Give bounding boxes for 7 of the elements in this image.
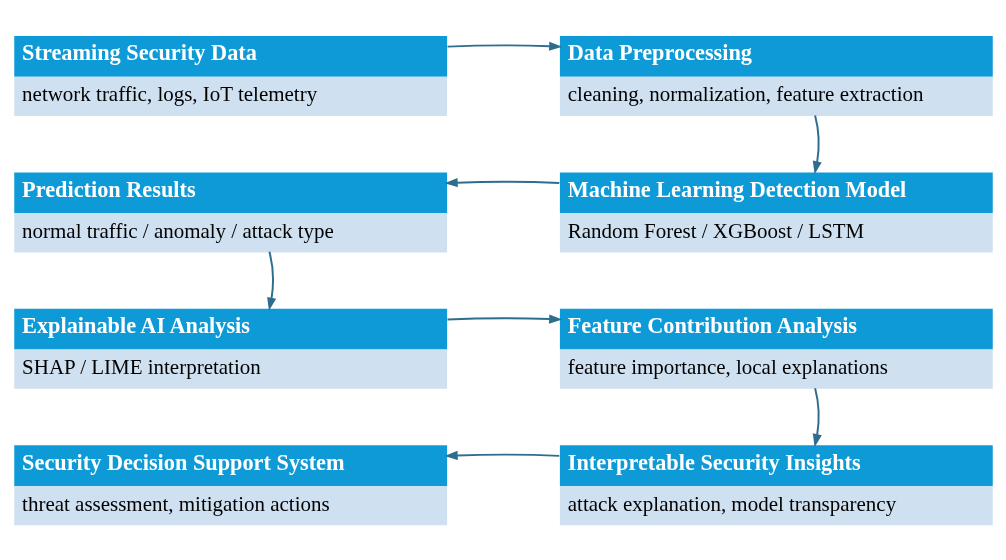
arrow xyxy=(446,314,562,324)
arrow xyxy=(266,250,276,311)
arrow xyxy=(444,450,560,461)
arrow xyxy=(812,387,822,448)
arrow xyxy=(444,178,560,188)
arrow xyxy=(446,41,562,51)
arrow xyxy=(812,114,822,175)
